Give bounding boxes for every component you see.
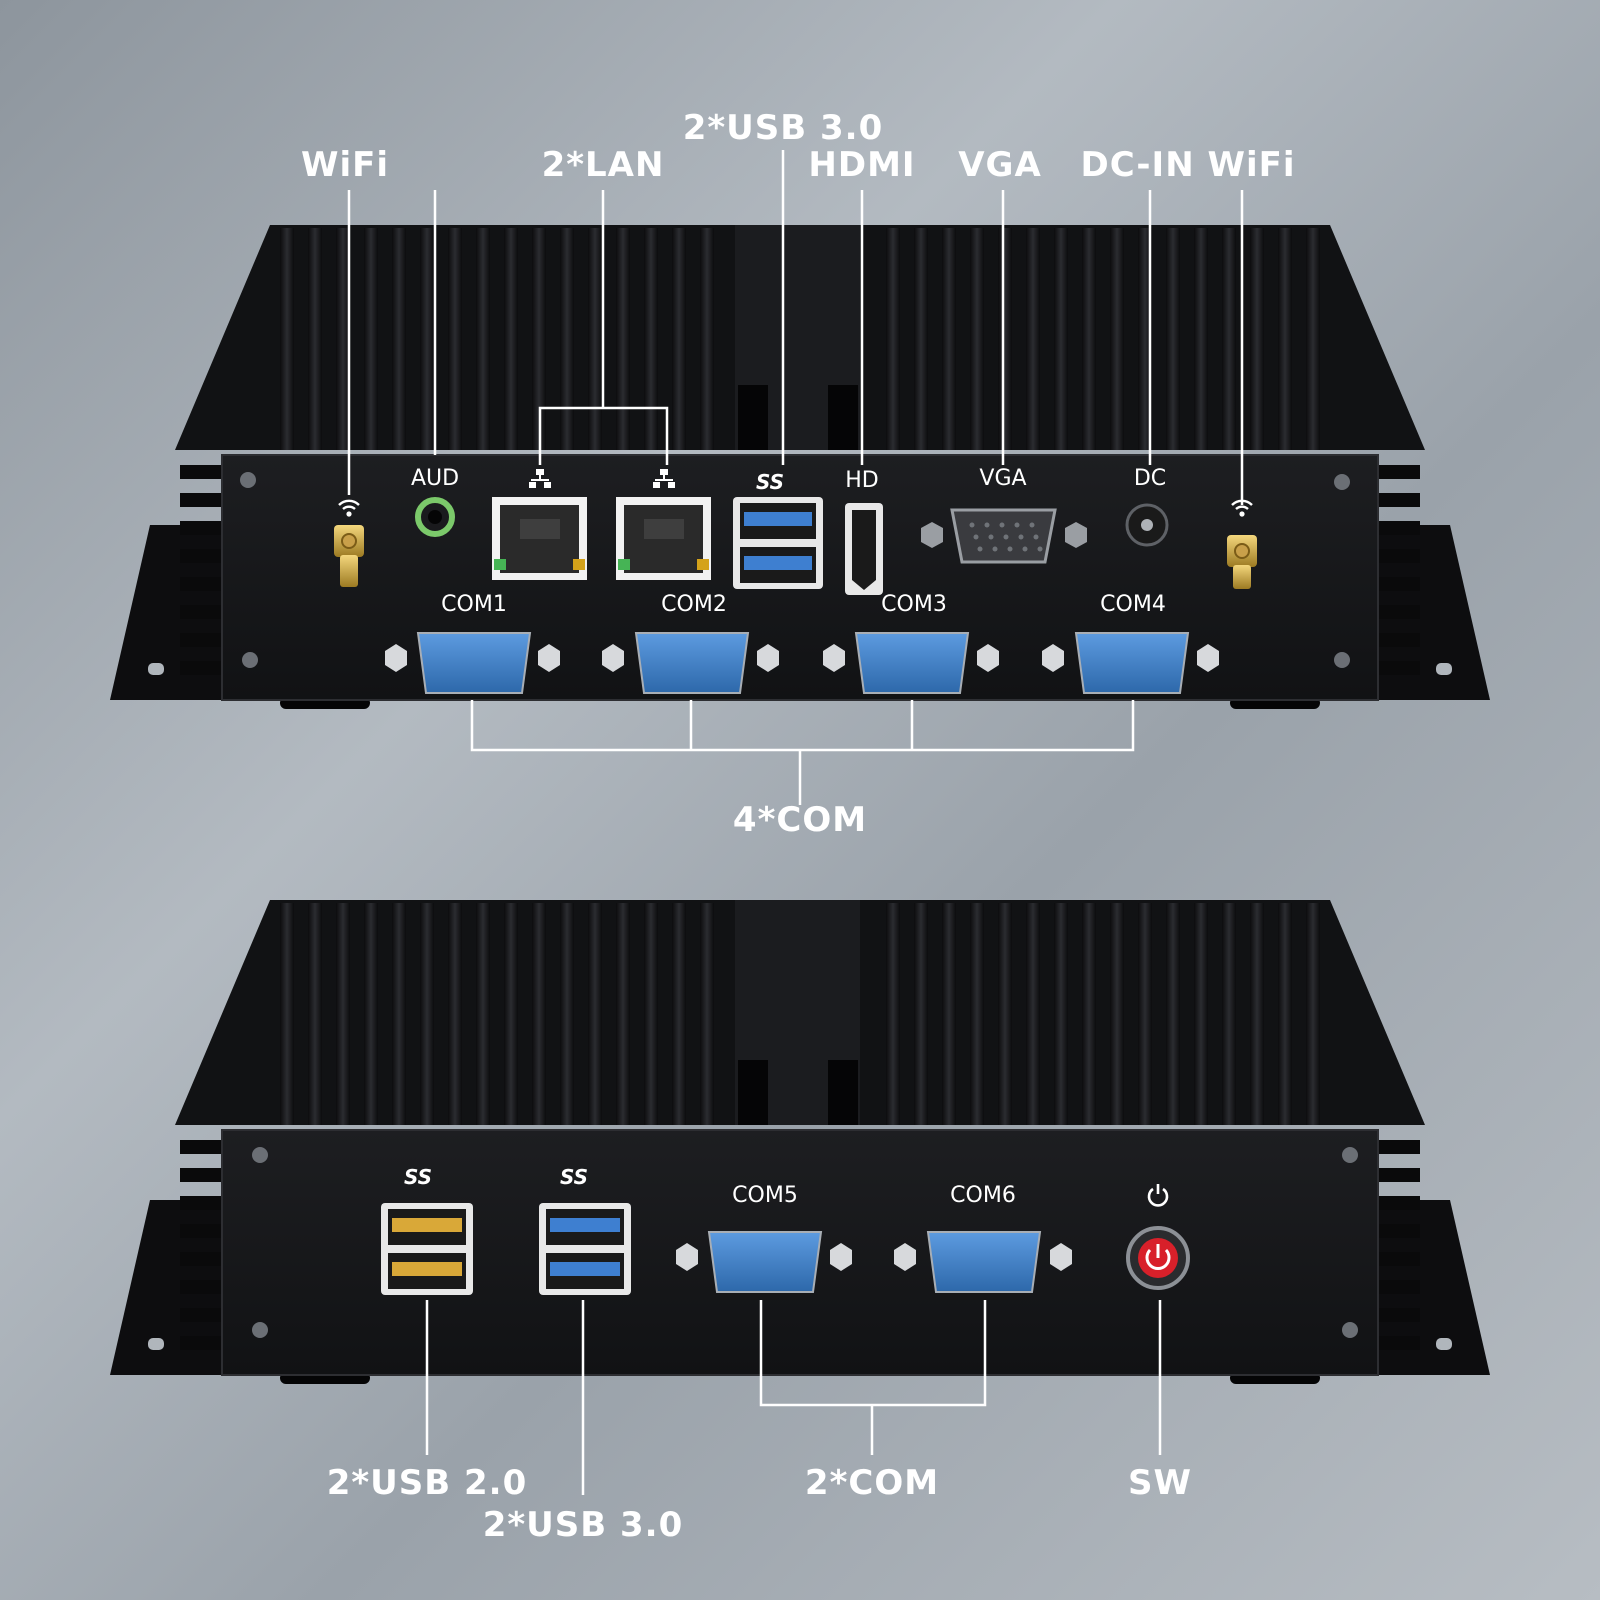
callout-dcin-wifi: DC-IN WiFi <box>1080 145 1296 185</box>
mount-flange-left <box>110 525 225 700</box>
com-port-4 <box>1042 632 1219 694</box>
callout-hdmi: HDMI <box>808 145 916 185</box>
com-port-6 <box>894 1231 1072 1293</box>
panel-screws <box>240 472 1350 668</box>
hdmi-port <box>845 503 883 595</box>
wifi-icon <box>337 497 361 526</box>
label-dc: DC <box>1133 466 1167 491</box>
label-com3: COM3 <box>881 592 947 617</box>
label-com4: COM4 <box>1100 592 1166 617</box>
side-fins <box>180 1140 1420 1350</box>
callout-usb3-bottom: 2*USB 3.0 <box>482 1505 684 1545</box>
heatsink-fins <box>280 903 1320 1125</box>
audio-jack <box>415 497 455 537</box>
heatsink-fins <box>280 228 1320 450</box>
power-icon <box>1146 1182 1170 1215</box>
lan-port-1 <box>492 497 587 580</box>
usb2-port-stack <box>381 1203 473 1295</box>
wifi-antenna-right <box>1227 535 1257 589</box>
callout-usb3-top: 2*USB 3.0 <box>682 108 884 148</box>
mount-flange-right <box>1375 525 1490 700</box>
label-com2: COM2 <box>661 592 727 617</box>
mount-hole <box>1436 663 1452 675</box>
callout-4com: 4*COM <box>732 800 868 840</box>
heatsink-slot <box>738 385 768 450</box>
callout-sw: SW <box>1128 1463 1192 1503</box>
panel-screws <box>252 1147 1358 1338</box>
label-com1: COM1 <box>441 592 507 617</box>
heatsink-slot <box>828 1060 858 1125</box>
heatsink-slot <box>738 1060 768 1125</box>
vga-port <box>921 508 1087 564</box>
label-com5: COM5 <box>732 1183 798 1208</box>
callout-wifi-left: WiFi <box>300 145 390 185</box>
dc-in-jack <box>1125 503 1169 547</box>
network-icon <box>528 468 552 497</box>
label-aud: AUD <box>410 466 460 491</box>
com-port-5 <box>676 1231 852 1293</box>
com-port-2 <box>602 632 779 694</box>
side-fins <box>180 465 1420 675</box>
label-hd: HD <box>845 468 879 493</box>
callout-2com: 2*COM <box>804 1463 940 1503</box>
mount-hole <box>1436 1338 1452 1350</box>
callout-lines <box>347 150 1244 1495</box>
callout-usb2: 2*USB 2.0 <box>326 1463 528 1503</box>
lan-port-2 <box>616 497 711 580</box>
usb-logo-label: SS <box>755 470 785 494</box>
heatsink-slot <box>828 385 858 450</box>
usb-logo-label: SS <box>559 1165 589 1189</box>
usb3-port-stack <box>733 497 823 589</box>
usb3-port-stack <box>539 1203 631 1295</box>
callout-lan: 2*LAN <box>541 145 665 185</box>
label-vga: VGA <box>979 466 1027 491</box>
label-com6: COM6 <box>950 1183 1016 1208</box>
wifi-icon <box>1230 497 1254 526</box>
mount-hole <box>148 663 164 675</box>
network-icon <box>652 468 676 497</box>
mount-flange-left <box>110 1200 225 1375</box>
power-switch <box>1126 1226 1190 1290</box>
usb-logo-label: SS <box>403 1165 433 1189</box>
mount-flange-right <box>1375 1200 1490 1375</box>
callout-vga: VGA <box>958 145 1042 185</box>
bottom-device <box>110 900 1490 1384</box>
top-device <box>110 225 1490 709</box>
com-port-1 <box>385 632 560 694</box>
wifi-antenna-left <box>334 525 364 587</box>
com-port-3 <box>823 632 999 694</box>
mount-hole <box>148 1338 164 1350</box>
